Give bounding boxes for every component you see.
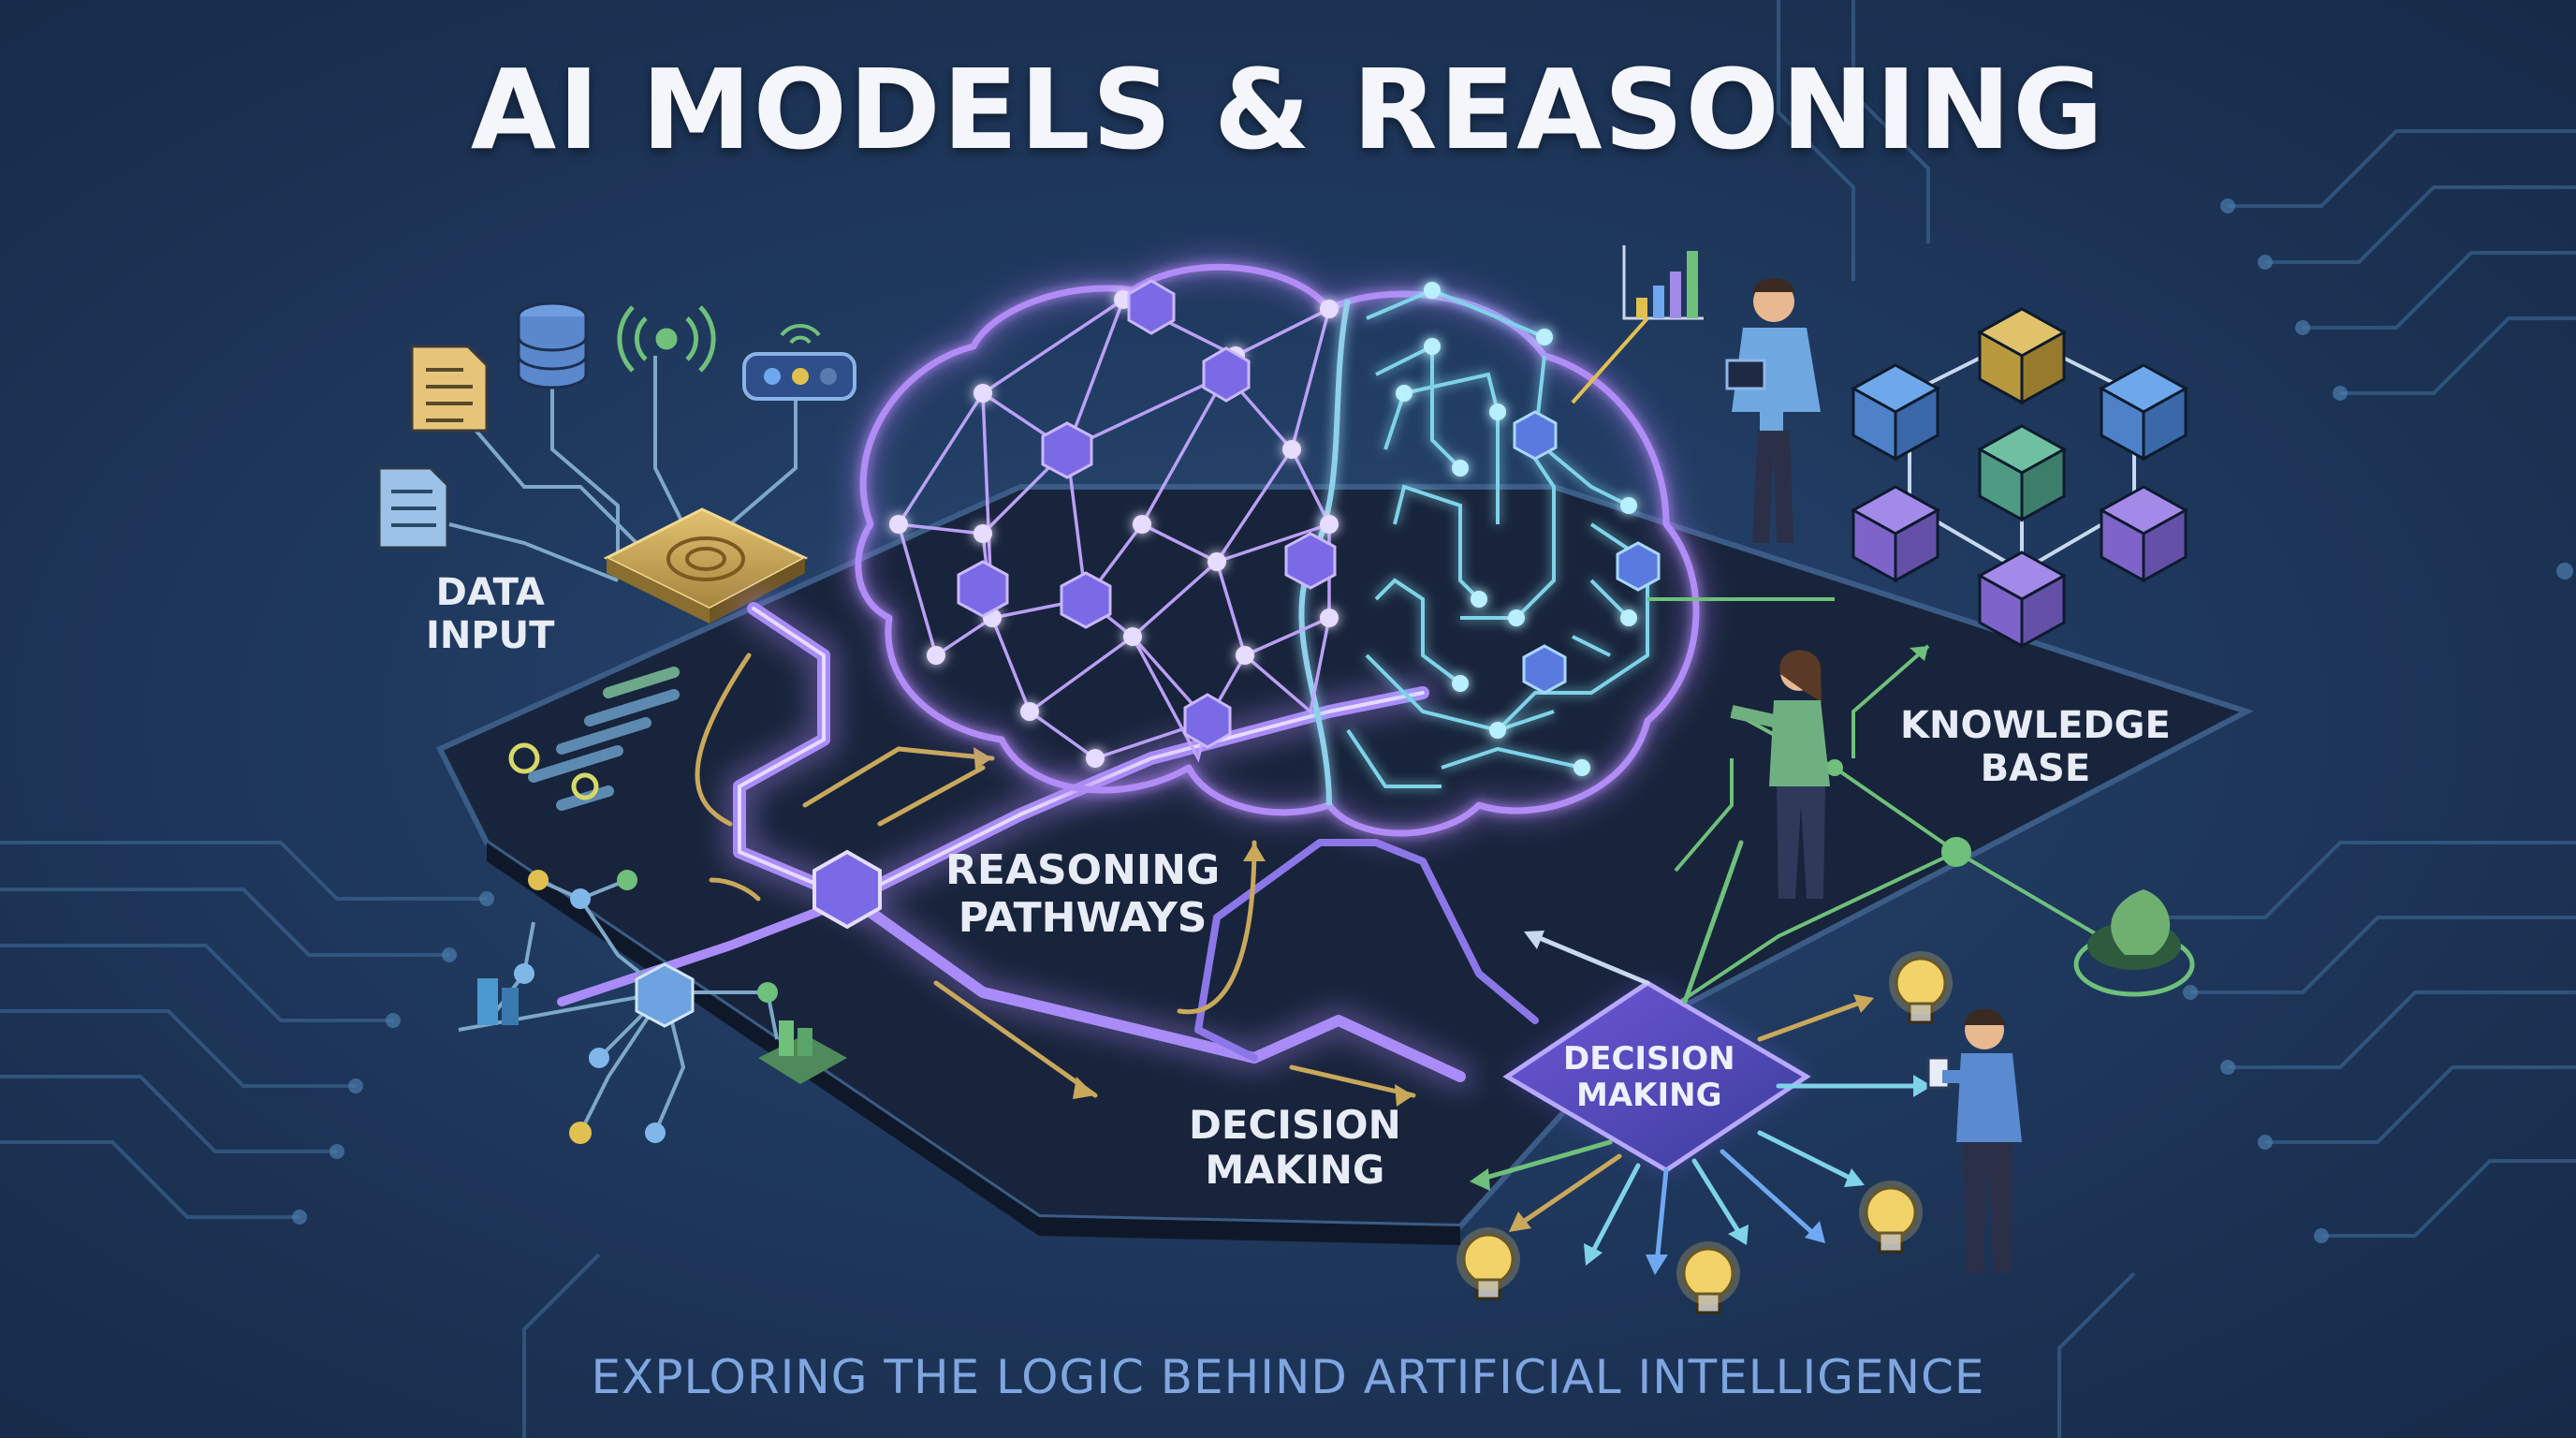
label-data-input-line2: INPUT (426, 614, 555, 657)
circuit-hexagons (1513, 410, 1661, 695)
mini-chart-icon (477, 978, 519, 1025)
label-data-input-line1: DATA (435, 571, 545, 614)
input-lines (448, 356, 798, 582)
circuit-pads (292, 198, 2573, 1243)
circuit-nodes (1396, 282, 1637, 776)
flow-arrows (695, 653, 1416, 1098)
label-knowledge-base: KNOWLEDGE BASE (1900, 704, 2171, 790)
bar-chart-icon (1571, 245, 1704, 404)
document-icon (410, 345, 489, 433)
neural-hexagons (957, 279, 1337, 749)
database-icon (517, 301, 588, 389)
label-decision-making-board: DECISION MAKING (1189, 1102, 1401, 1194)
person-with-tablet (1725, 278, 1821, 543)
plant-node-icon-right (2073, 889, 2195, 997)
decision-arrows (1476, 840, 1922, 1267)
page-subtitle: EXPLORING THE LOGIC BEHIND ARTIFICIAL IN… (591, 1350, 1985, 1404)
document-icon-2 (377, 466, 449, 550)
label-reasoning-pathways: REASONING PATHWAYS (945, 846, 1221, 942)
arrow-heads (973, 747, 1413, 1107)
person-presenting (1730, 650, 1830, 899)
knowledge-nodes (1826, 646, 1971, 867)
label-knowledge-line1: KNOWLEDGE (1900, 704, 2171, 747)
label-data-input: DATA INPUT (426, 571, 554, 657)
label-reasoning-line2: PATHWAYS (958, 893, 1208, 942)
label-decision-making-hub: DECISION MAKING (1563, 1040, 1735, 1115)
data-bars (528, 667, 680, 811)
label-reasoning-line1: REASONING (945, 846, 1221, 894)
person-holding-phone (1926, 1008, 2022, 1273)
plant-node-icon (758, 1020, 847, 1084)
pathway-node (812, 849, 882, 930)
label-knowledge-line2: BASE (1980, 747, 2091, 790)
small-network (458, 870, 847, 1144)
lightbulb-icon (1456, 951, 1953, 1314)
label-decision-hub-line2: MAKING (1576, 1077, 1722, 1115)
router-icon (742, 324, 856, 401)
signal-icon (617, 305, 716, 373)
decision-hub (1502, 980, 1811, 1173)
label-decision-board-line2: MAKING (1205, 1147, 1385, 1194)
board-glyphs (508, 742, 599, 800)
label-decision-board-line1: DECISION (1189, 1102, 1401, 1148)
label-decision-hub-line1: DECISION (1563, 1040, 1735, 1078)
page-title: AI MODELS & REASONING (470, 45, 2106, 174)
decision-arrow-heads (1470, 931, 1932, 1275)
cube-network (1850, 307, 2189, 649)
